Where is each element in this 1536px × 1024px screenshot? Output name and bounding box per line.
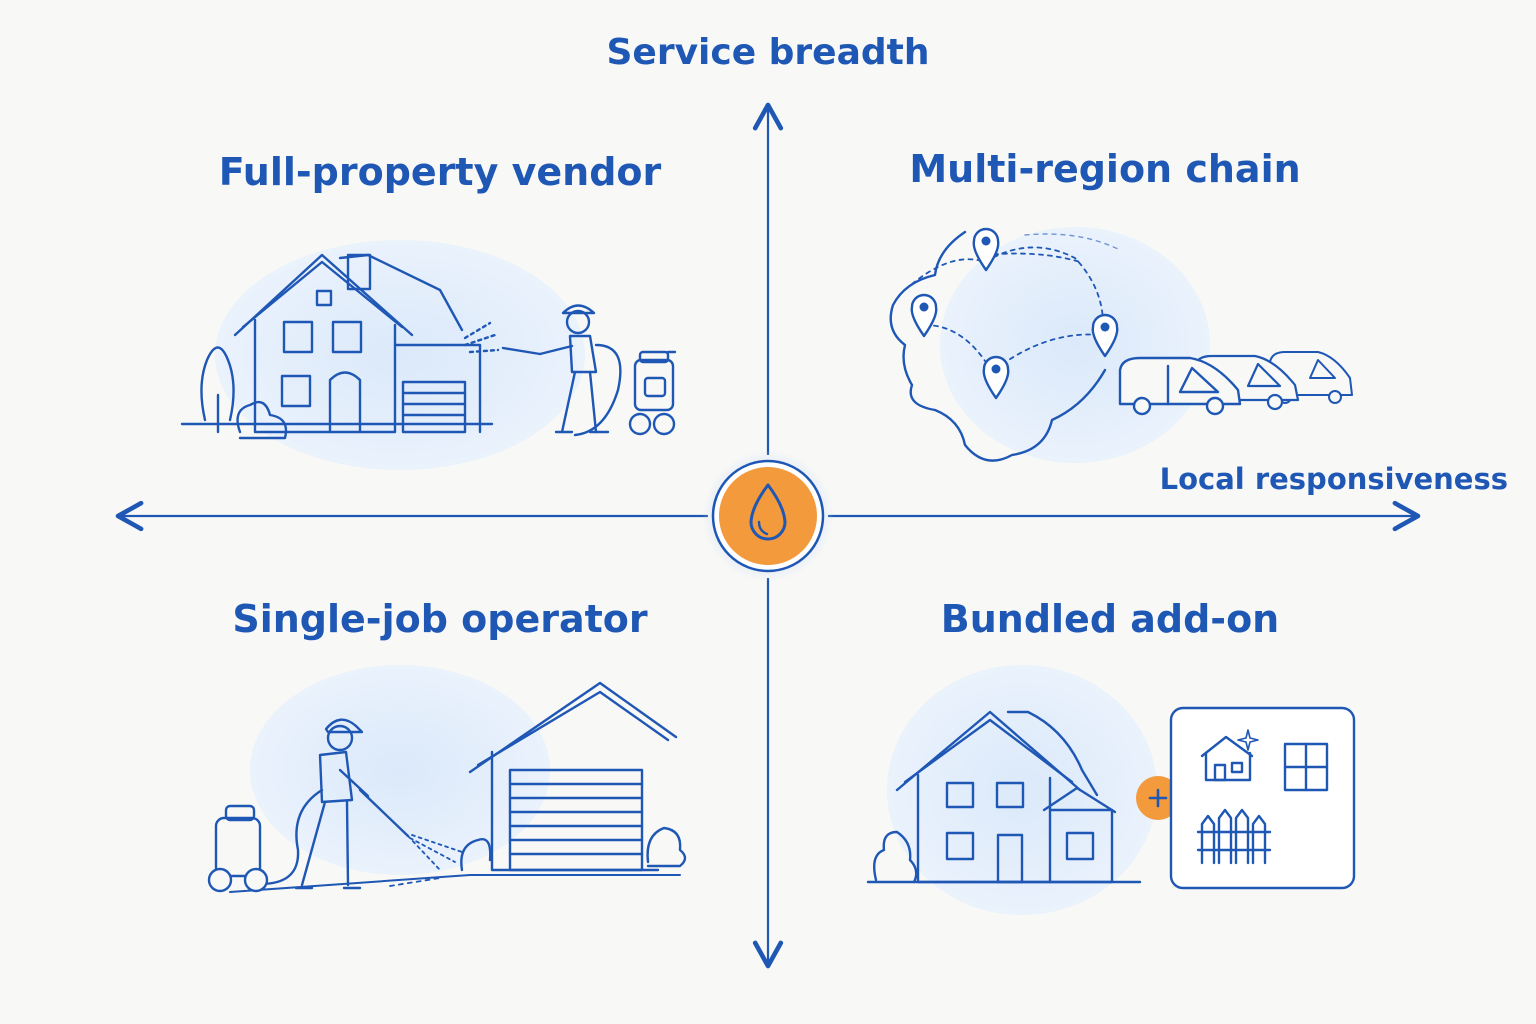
house-plus-services-card-icon [866,665,1356,915]
quadrant-title-bottom-left: Single-job operator [232,597,648,641]
worker-washing-driveway-garage-icon [207,665,687,893]
horizontal-axis-label: Local responsiveness [1159,462,1508,496]
center-badge [702,450,834,582]
house-with-worker-pressure-washing-icon [180,240,677,470]
quadrant-title-bottom-right: Bundled add-on [940,597,1280,641]
region-map-with-pins-and-vans-icon [889,227,1353,463]
quadrant-title-top-left: Full-property vendor [218,150,662,194]
vertical-axis-label: Service breadth [606,32,930,73]
water-drop-icon [749,483,787,541]
axes [115,102,1421,969]
quadrant-title-top-right: Multi-region chain [909,147,1301,191]
